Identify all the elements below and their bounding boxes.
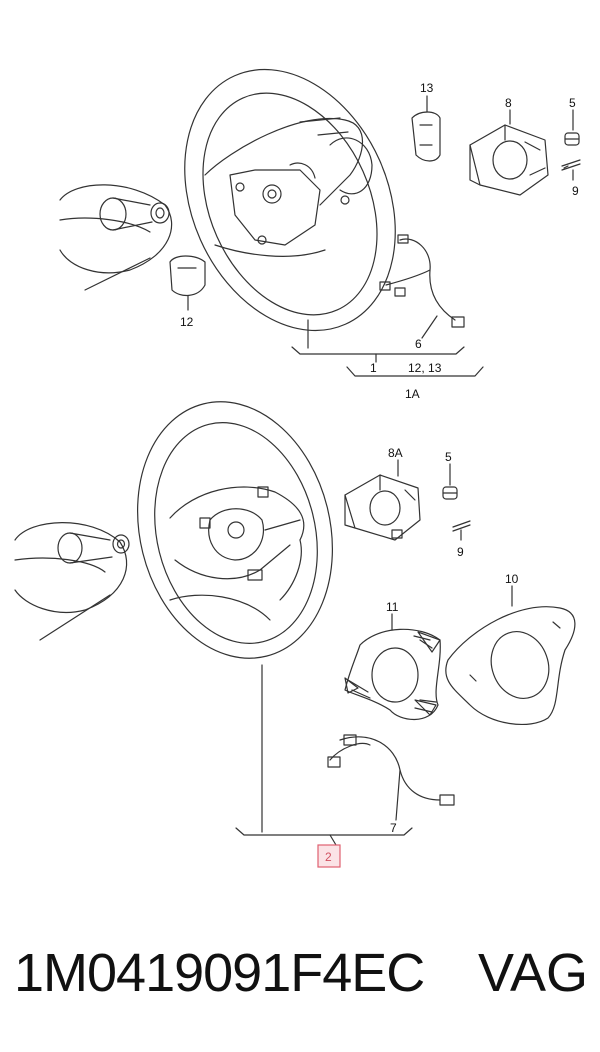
callout-7: 7: [390, 821, 397, 835]
callout-10: 10: [505, 572, 519, 586]
column-shaft-bottom: [14, 522, 130, 641]
callout-9-top: 9: [572, 184, 579, 198]
callout-13: 13: [420, 81, 434, 95]
screw-part-5-top: [564, 132, 580, 146]
highlight-box-2: [317, 844, 341, 868]
callout-9-bottom: 9: [457, 545, 464, 559]
cover-part-10: [445, 606, 576, 725]
leader-lines-bottom: [235, 459, 513, 846]
callout-5-top: 5: [569, 96, 576, 110]
column-shaft-top: [59, 184, 173, 291]
cable-part-6: [379, 234, 465, 328]
steering-wheel-bottom: [137, 401, 333, 659]
button-part-13: [411, 111, 441, 162]
steering-wheel-top: [184, 68, 396, 332]
trim-part-11: [344, 628, 441, 721]
adapter-part-8: [469, 124, 549, 196]
cable-part-7: [327, 734, 455, 806]
callout-8: 8: [505, 96, 512, 110]
callout-12: 12: [180, 315, 194, 329]
callout-1: 1: [370, 361, 377, 375]
callout-5-bottom: 5: [445, 450, 452, 464]
callout-6: 6: [415, 337, 422, 351]
brand-name: VAG: [478, 943, 589, 1003]
callout-2: 2: [325, 850, 332, 864]
screw-part-5-bottom: [442, 486, 458, 500]
callout-12-13: 12, 13: [408, 361, 442, 375]
part-number: 1M0419091F4EC: [14, 943, 425, 1003]
button-part-12: [169, 255, 206, 296]
screw-part-9-top: [561, 159, 581, 171]
adapter-part-8A: [344, 474, 421, 541]
screw-part-9-bottom: [452, 520, 471, 532]
steering-wheel-exploded-diagram: 13 8 5 9 12 6 1 12, 13 1A 8A 5 9 10 11 7…: [14, 68, 581, 868]
callout-8A: 8A: [388, 446, 403, 460]
callout-1A: 1A: [405, 387, 420, 401]
callout-11: 11: [386, 600, 399, 614]
leader-lines-top: [187, 95, 574, 377]
